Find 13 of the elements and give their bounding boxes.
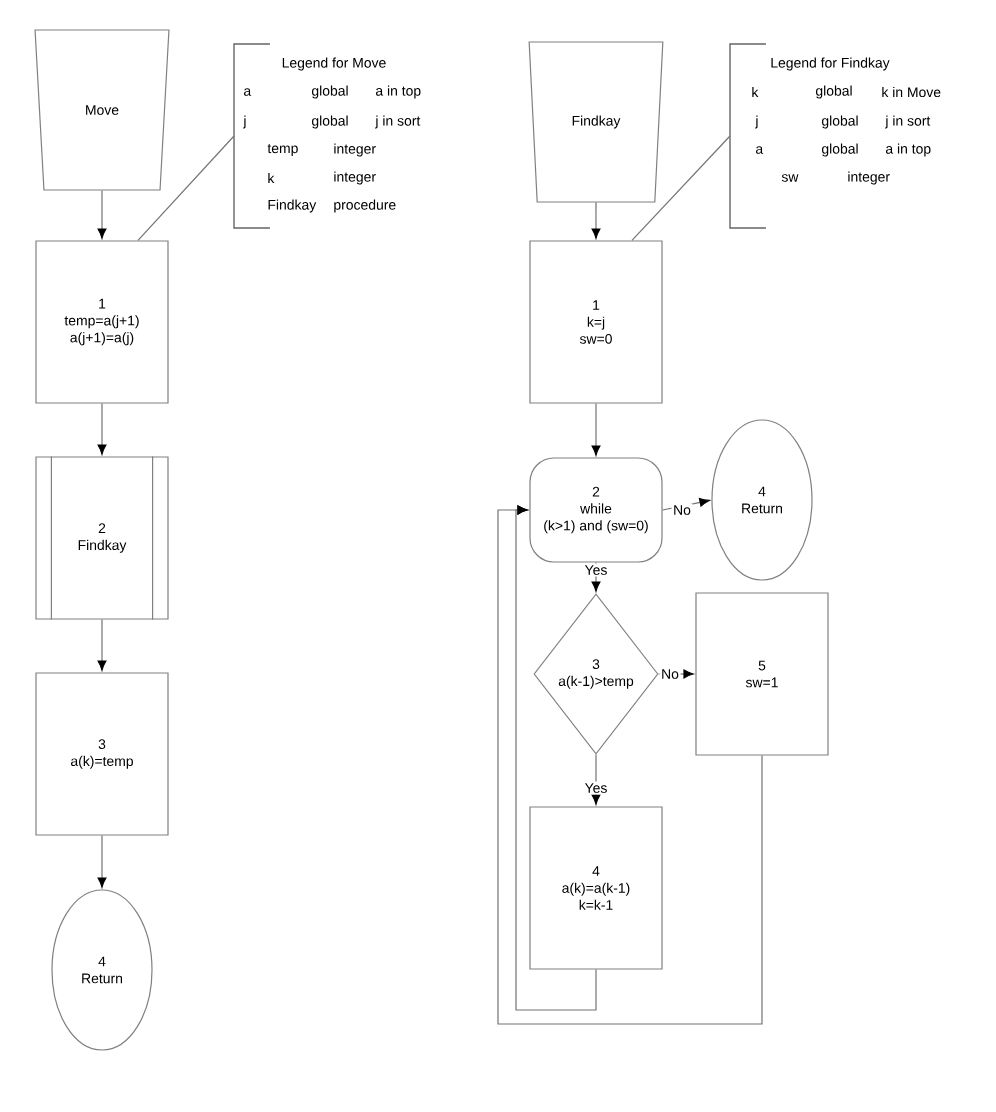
arrow [97, 403, 107, 455]
arrow [591, 202, 601, 239]
leader-line [137, 135, 235, 241]
arrow [662, 497, 710, 511]
arrow [591, 754, 601, 805]
arrow [97, 190, 107, 239]
arrow [497, 505, 763, 1025]
arrow [515, 505, 597, 1011]
arrow [591, 403, 601, 456]
leader-line [631, 135, 731, 241]
arrow [97, 835, 107, 888]
arrow [591, 562, 601, 592]
arrow [97, 619, 107, 671]
